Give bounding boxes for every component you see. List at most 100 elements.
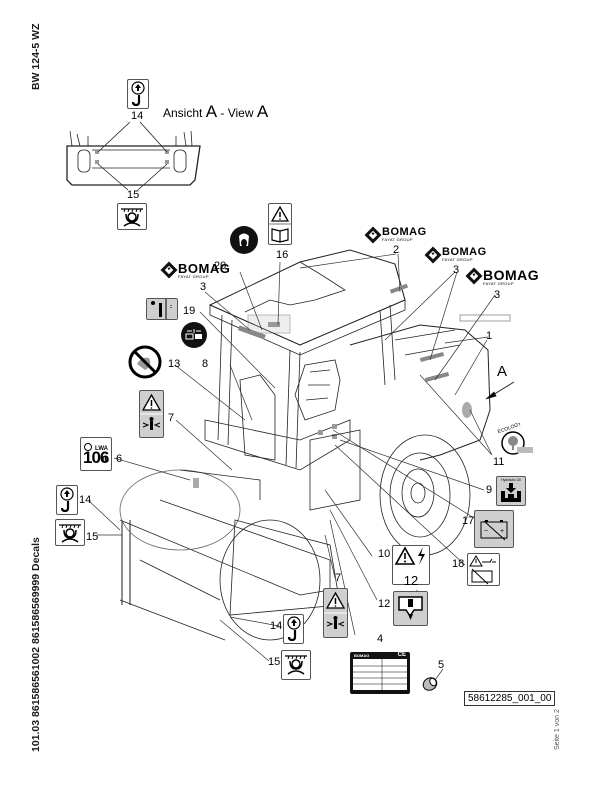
decal-lashing-point bbox=[281, 650, 311, 680]
drawing-id: 58612285_001_00 bbox=[464, 691, 556, 706]
brand-name: BOMAG bbox=[178, 261, 231, 276]
callout-2: 2 bbox=[393, 244, 400, 256]
view-arrow-a bbox=[485, 381, 515, 400]
lifting-hook-icon bbox=[131, 81, 145, 107]
crush-hazard-icon bbox=[324, 591, 347, 629]
sound-level-label: LWA bbox=[95, 446, 109, 451]
operator-platform bbox=[204, 374, 361, 511]
view-label-letter: A bbox=[205, 102, 218, 121]
callout-19: 19 bbox=[183, 305, 196, 317]
callout-14: 14 bbox=[131, 110, 144, 122]
hydraulic-oil-label: Hydraulic Oil bbox=[501, 478, 521, 482]
callout-10: 10 bbox=[378, 548, 391, 560]
decal-lifting-point bbox=[56, 485, 78, 515]
decal-crush-warning bbox=[139, 390, 164, 438]
decal-battery-warning bbox=[467, 553, 500, 586]
bomag-diamond-icon bbox=[160, 261, 178, 279]
callout-3: 3 bbox=[200, 281, 207, 293]
callout-17: 17 bbox=[462, 515, 475, 527]
callout-20: 20 bbox=[214, 260, 227, 272]
callout-8: 8 bbox=[202, 358, 209, 370]
decal-seatbelt bbox=[181, 322, 207, 348]
view-label-middle: - View bbox=[217, 106, 257, 120]
decal-type-plate: BOMAG CE bbox=[350, 652, 410, 694]
callout-1: 1 bbox=[486, 330, 493, 342]
warning-manual-icon bbox=[269, 205, 291, 243]
callout-15: 15 bbox=[127, 189, 140, 201]
decal-drain bbox=[393, 591, 428, 626]
brand-sub: FAYAT GROUP bbox=[483, 281, 514, 286]
type-plate-brand: BOMAG bbox=[354, 653, 370, 658]
decal-lashing-point bbox=[117, 203, 147, 230]
callout-15: 15 bbox=[268, 656, 281, 668]
view-a-drawing bbox=[66, 121, 201, 191]
lashing-point-icon bbox=[121, 208, 143, 227]
bomag-diamond-icon bbox=[364, 226, 382, 244]
decal-lashing-point bbox=[55, 519, 85, 546]
decal-no-water-jet bbox=[127, 344, 163, 380]
operator-seat bbox=[294, 359, 341, 421]
view-label-letter-en: A bbox=[256, 102, 269, 121]
decal-lifting-point bbox=[127, 79, 149, 109]
maintenance-icon bbox=[147, 299, 177, 319]
callout-14: 14 bbox=[270, 620, 283, 632]
brand-sub: FAYAT GROUP bbox=[178, 274, 209, 279]
decal-12-volt: 12 Volt bbox=[392, 545, 430, 603]
decal-crush-warning bbox=[323, 588, 348, 638]
bomag-diamond-icon bbox=[424, 246, 442, 264]
drum-front bbox=[119, 469, 341, 641]
sound-icon: LWA bbox=[84, 443, 109, 452]
type-plate-ce-mark: CE bbox=[397, 652, 406, 658]
electrical-warning-icon bbox=[394, 546, 425, 565]
callout-15: 15 bbox=[86, 531, 99, 543]
bomag-diamond-icon bbox=[465, 267, 483, 285]
view-a-title: Ansicht A - View A bbox=[163, 102, 268, 122]
lashing-point-icon bbox=[59, 524, 81, 543]
lifting-hook-icon bbox=[60, 487, 74, 513]
callout-3: 3 bbox=[453, 264, 460, 276]
drain-icon bbox=[398, 596, 423, 620]
view-arrow-label: A bbox=[497, 363, 508, 380]
callout-5: 5 bbox=[438, 659, 445, 671]
battery-warning-icon bbox=[469, 555, 496, 585]
type-plate-grid bbox=[353, 659, 407, 690]
callout-12: 12 bbox=[378, 598, 391, 610]
lashing-point-icon bbox=[285, 655, 307, 675]
callout-9: 9 bbox=[486, 484, 493, 496]
decal-lifting-point bbox=[283, 614, 304, 644]
decal-sound-level: LWA 106 dB bbox=[80, 437, 112, 471]
brand-sub: FAYAT GROUP bbox=[382, 237, 413, 242]
hydraulic-oil-icon bbox=[501, 483, 521, 502]
sound-level-unit: dB bbox=[101, 458, 109, 464]
callout-13: 13 bbox=[168, 358, 181, 370]
rear-wheel bbox=[379, 434, 471, 556]
brand-name: BOMAG bbox=[483, 267, 540, 283]
decal-hydraulic-oil: Hydraulic Oil bbox=[496, 476, 526, 506]
callout-6: 6 bbox=[116, 453, 123, 465]
grease-nipple-icon bbox=[422, 677, 438, 691]
callout-4: 4 bbox=[377, 633, 384, 645]
callout-7: 7 bbox=[335, 572, 342, 584]
view-label-prefix: Ansicht bbox=[163, 106, 206, 120]
crush-hazard-icon bbox=[140, 393, 163, 430]
callout-14: 14 bbox=[79, 494, 92, 506]
decal-battery-disconnect: −+ bbox=[474, 510, 514, 548]
callout-7: 7 bbox=[168, 412, 175, 424]
lifting-hook-icon bbox=[287, 616, 301, 642]
leader-lines bbox=[88, 253, 496, 681]
callout-16: 16 bbox=[276, 249, 289, 261]
seatbelt-icon bbox=[185, 329, 202, 340]
decal-ear-protection bbox=[230, 226, 258, 254]
svg-text:+: + bbox=[500, 528, 504, 535]
no-water-jet-icon bbox=[128, 345, 162, 379]
callout-11: 11 bbox=[493, 456, 505, 468]
callout-3: 3 bbox=[494, 289, 501, 301]
brand-name: BOMAG bbox=[382, 226, 427, 238]
rops-frame bbox=[217, 304, 396, 469]
